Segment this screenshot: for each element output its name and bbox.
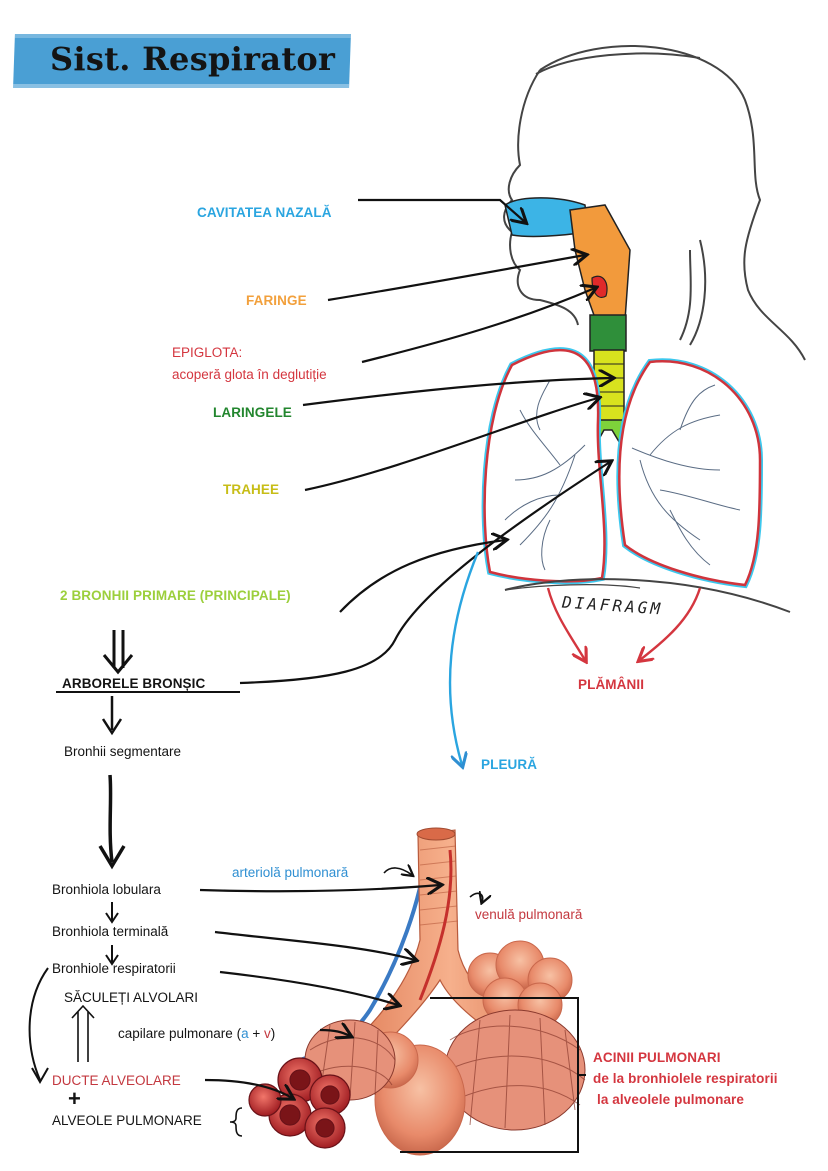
label-capilare: capilare pulmonare (a + v): [118, 1026, 276, 1041]
bronchial-tree: [504, 379, 741, 571]
label-laringele: LARINGELE: [213, 405, 292, 420]
label-trahee: TRAHEE: [223, 482, 280, 497]
label-saculeti: SĂCULEȚI ALVOLARI: [64, 990, 199, 1005]
head-outline: [503, 45, 806, 361]
label-arborele-bronsic: ARBORELE BRONȘIC: [62, 676, 206, 691]
label-pleura: PLEURĂ: [481, 757, 538, 772]
lung-right: [618, 360, 762, 587]
diaphragm-line: [504, 578, 791, 613]
label-bronhii-segmentare: Bronhii segmentare: [64, 744, 182, 759]
label-faringe: FARINGE: [246, 293, 307, 308]
lung-left: [483, 348, 606, 583]
larynx-shape: [589, 314, 627, 352]
label-epiglota: EPIGLOTA:: [172, 345, 243, 360]
flow-arrows: [28, 630, 243, 1137]
label-cavitatea-nazala: CAVITATEA NAZALĂ: [197, 205, 332, 220]
pointer-lines: [239, 198, 612, 685]
label-plamanii: PLĂMÂNII: [578, 677, 645, 692]
page-title: Sist. Respirator: [50, 40, 336, 78]
label-plus: +: [68, 1086, 81, 1111]
label-acinii-title: ACINII PULMONARI: [593, 1050, 721, 1065]
label-acinii-line2: la alveolele pulmonare: [597, 1092, 745, 1107]
label-bronhiola-terminala: Bronhiola terminală: [52, 924, 169, 939]
label-bronhiola-lobulara: Bronhiola lobulara: [52, 882, 161, 897]
label-epiglota-desc: acoperă glota în deglutiție: [172, 367, 327, 382]
label-venula: venulă pulmonară: [475, 907, 583, 922]
label-ducte: DUCTE ALVEOLARE: [52, 1073, 181, 1088]
label-bronhii-primare: 2 BRONHII PRIMARE (PRINCIPALE): [60, 588, 291, 603]
label-acinii-line1: de la bronhiolele respiratorii: [593, 1071, 778, 1086]
label-alveole: ALVEOLE PULMONARE: [52, 1113, 202, 1128]
pharynx-shape: [569, 204, 631, 321]
label-arteriola: arteriolă pulmonară: [232, 865, 349, 880]
label-bronhiole-respiratorii: Bronhiole respiratorii: [52, 961, 176, 976]
